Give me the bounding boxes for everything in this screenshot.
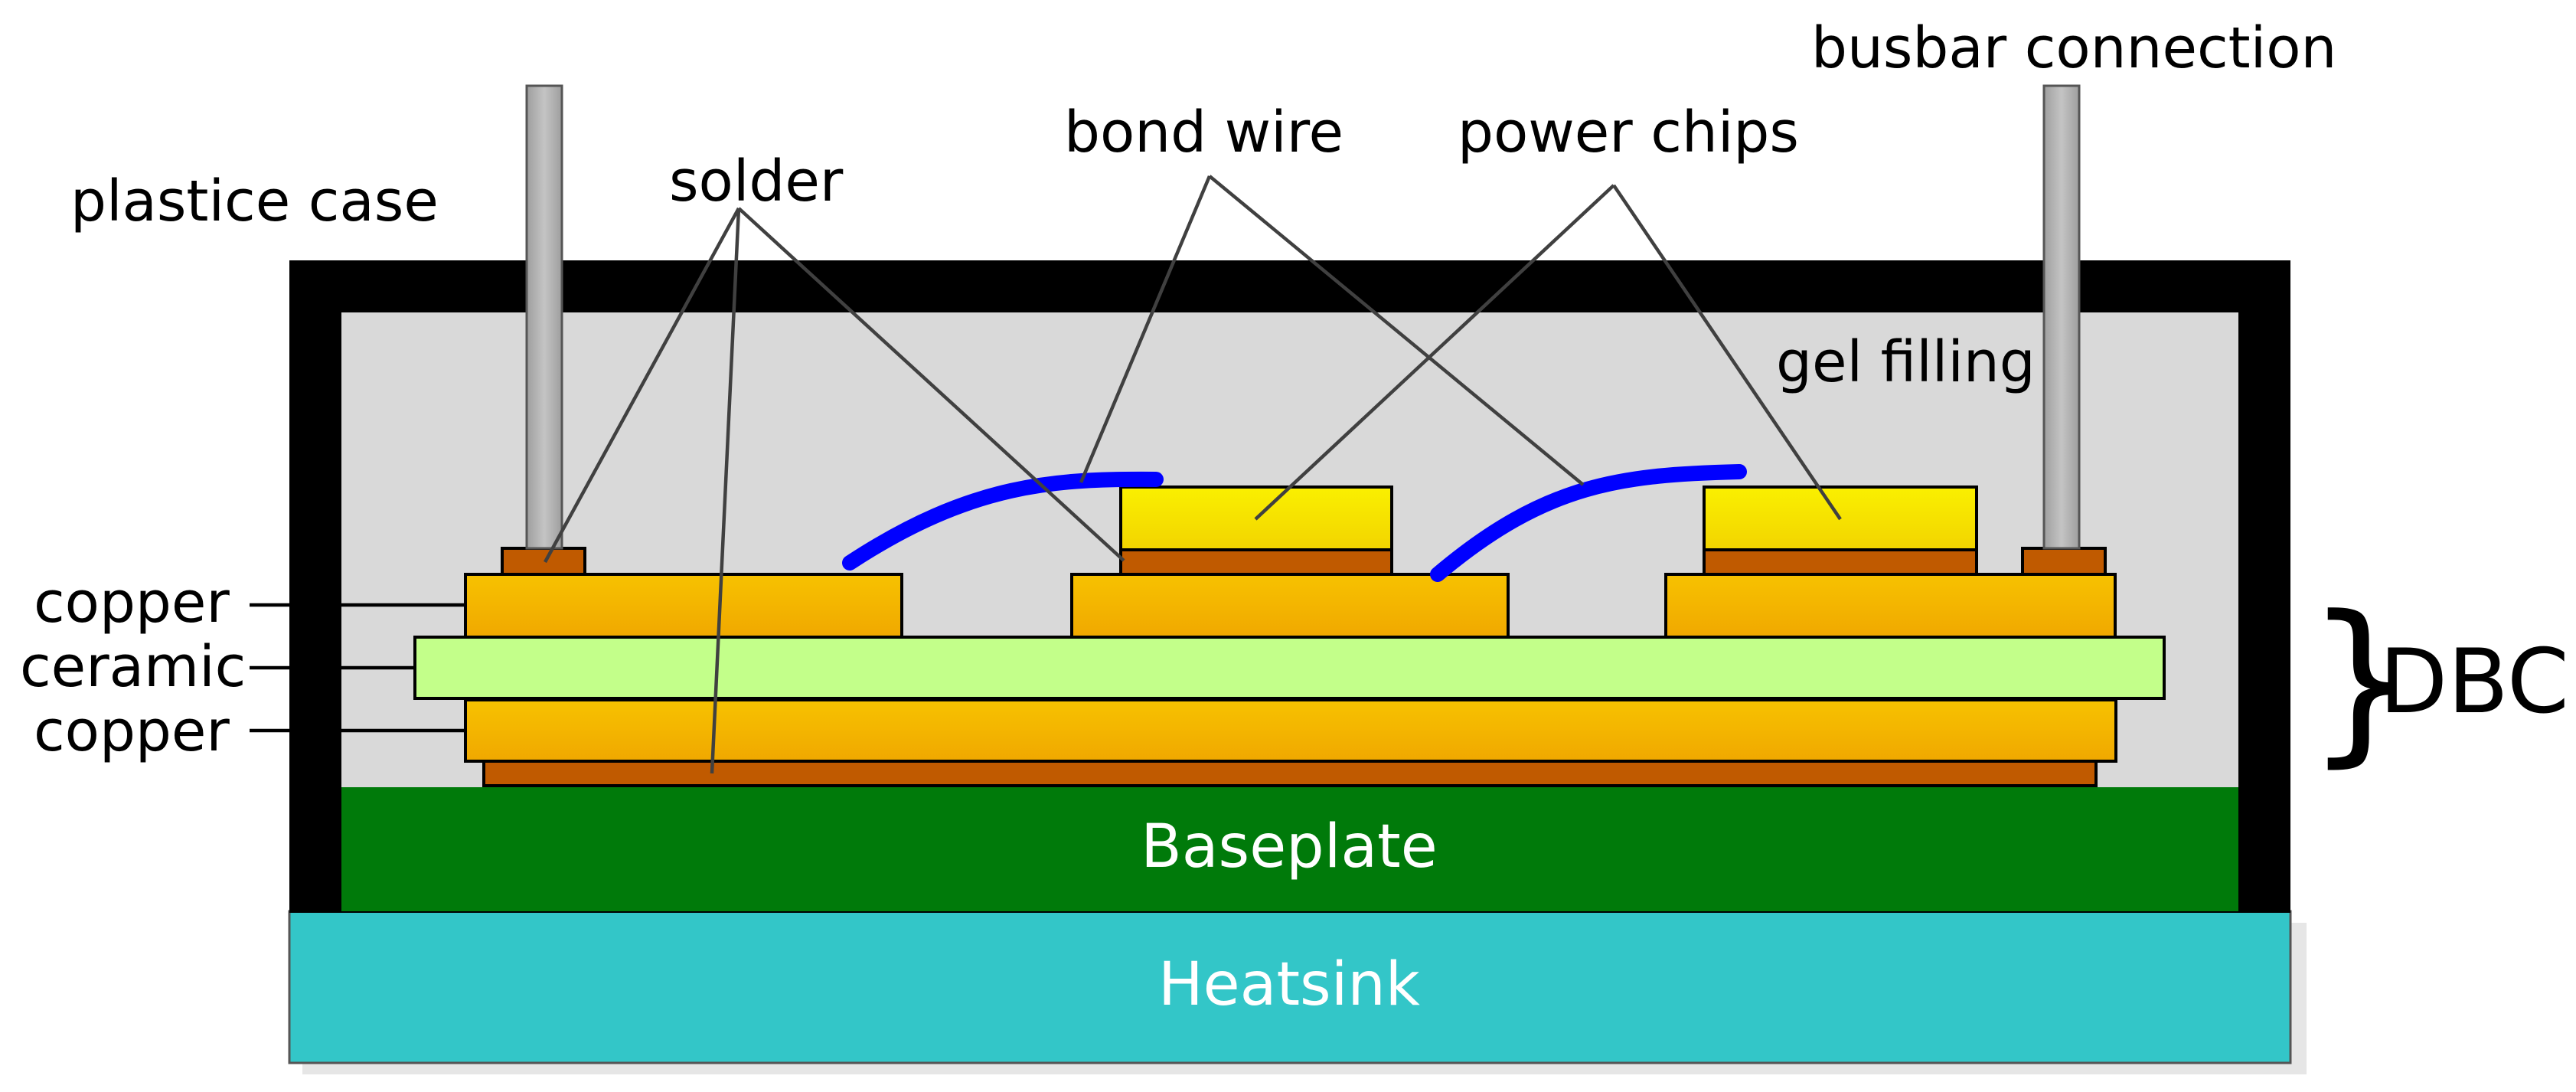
solder-terminal-right [2021,547,2107,576]
label-dbc: DBC [2379,630,2569,734]
busbar-terminal-left [525,84,563,550]
copper-pad-1 [464,573,903,639]
label-copper-top: copper [34,570,230,636]
baseplate [341,787,2238,911]
label-busbar-connection: busbar connection [1811,15,2336,81]
leader-power-chips-2 [1612,184,1842,521]
solder-terminal-left [501,547,586,576]
leader-solder-3 [737,207,1125,562]
solder-layer-bottom [482,760,2098,787]
solder-chip-1 [1119,548,1393,576]
leader-bond-wire-2 [1208,175,1585,486]
bond-wire-1 [842,471,1164,571]
label-copper-bottom: copper [34,698,230,764]
label-solder: solder [669,149,844,214]
leader-solder-1 [544,207,740,564]
bond-wire-2 [1430,464,1747,582]
busbar-terminal-right [2042,84,2081,550]
dbc-brace: } [2306,579,2418,783]
ceramic-layer [413,636,2166,700]
label-bond-wire: bond wire [1064,100,1344,165]
label-gel-filling: gel filling [1776,329,2036,395]
copper-pad-2 [1070,573,1510,639]
label-plastic-case: plastice case [70,168,439,234]
label-power-chips: power chips [1458,100,1799,165]
label-ceramic: ceramic [20,634,246,700]
power-chip-1 [1119,486,1393,551]
label-baseplate: Baseplate [1141,812,1438,881]
solder-chip-2 [1703,548,1978,576]
leader-solder-2 [710,208,741,774]
label-heatsink: Heatsink [1158,950,1420,1019]
copper-pad-3 [1664,573,2117,639]
leader-power-chips-1 [1254,184,1615,521]
heatsink [288,910,2292,1064]
leader-bond-wire-1 [1079,175,1212,483]
